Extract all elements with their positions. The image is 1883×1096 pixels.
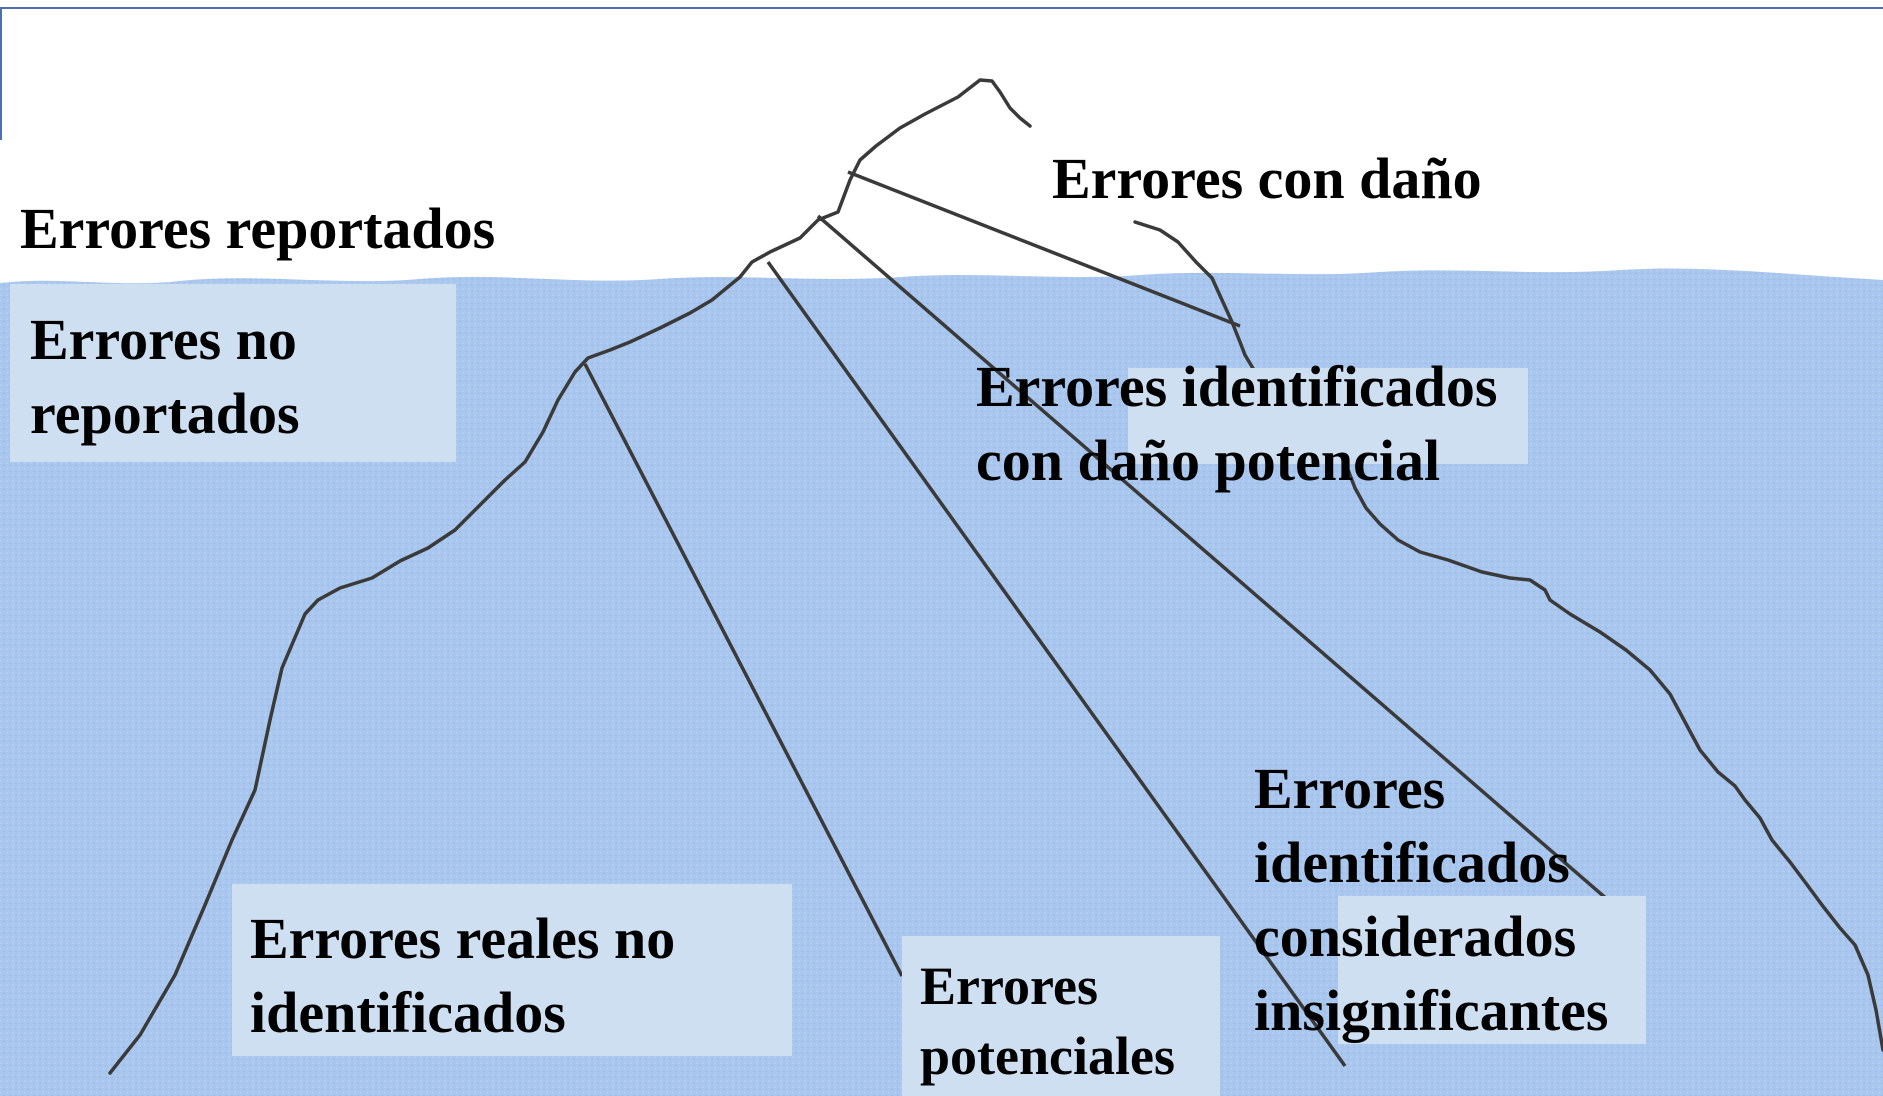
label-potential-harm: Errores identificados con daño potencial (976, 354, 1498, 493)
label-box-unreported (10, 284, 456, 462)
label-real-unidentified: Errores reales no identificados (250, 906, 676, 1045)
label-box-potential-harm (1128, 368, 1528, 464)
label-box-insignificant (1338, 896, 1646, 1044)
iceberg-outline-right (1133, 220, 1883, 1052)
label-harm: Errores con daño (1052, 146, 1482, 211)
label-box-potential (902, 936, 1220, 1096)
label-insignificant: Errores identificados considerados insig… (1254, 756, 1609, 1043)
pointer-line-potential (766, 260, 1347, 1068)
label-box-real-unidentified (232, 884, 792, 1056)
pointer-line-real-unidentified (583, 363, 904, 977)
pointer-line-potential-harm (847, 170, 1241, 328)
label-potential: Errores potenciales (920, 956, 1175, 1086)
label-reported: Errores reportados (20, 196, 496, 261)
label-unreported: Errores no reportados (30, 307, 300, 446)
iceberg-outline (108, 78, 1032, 1075)
pointer-line-insignificant (816, 214, 1610, 902)
